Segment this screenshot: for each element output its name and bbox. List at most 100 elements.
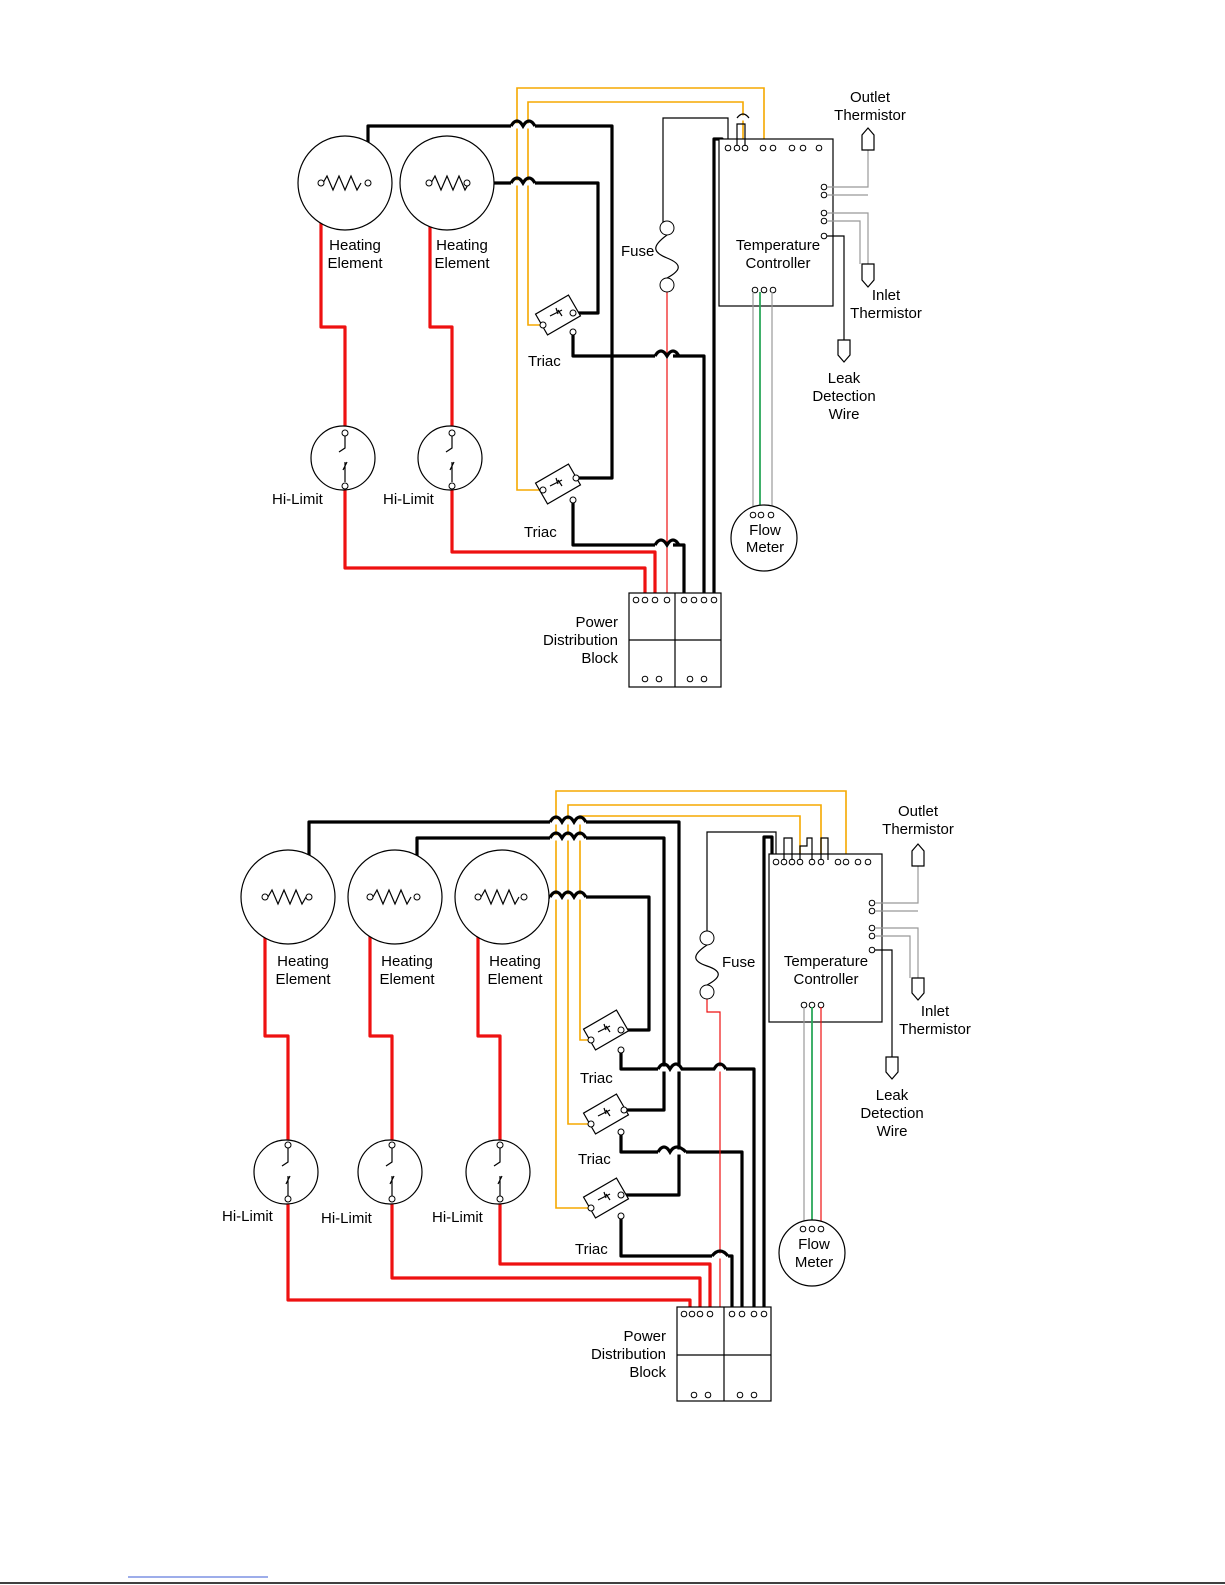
svg-text:Temperature: Temperature: [736, 237, 820, 254]
svg-text:Distribution: Distribution: [543, 632, 618, 649]
hi-limit-1: Hi-Limit: [222, 1139, 319, 1225]
switch-icon: [445, 434, 455, 482]
heating-element-label: Heating: [329, 237, 381, 254]
triac-label: Triac: [578, 1151, 611, 1168]
svg-text:Thermistor: Thermistor: [899, 1021, 971, 1038]
controller-bottom-pins: [800, 1001, 825, 1009]
fuse-icon: [655, 234, 679, 279]
svg-text:Thermistor: Thermistor: [850, 305, 922, 322]
switch-icon: [281, 1147, 291, 1196]
triac-icon: [549, 477, 563, 487]
hv-wires-top: [319, 186, 668, 597]
probe-icon: [861, 263, 875, 288]
svg-text:Flow: Flow: [798, 1236, 830, 1253]
svg-text:Element: Element: [379, 971, 435, 988]
triac-3: Triac: [575, 1177, 630, 1258]
svg-text:Leak: Leak: [876, 1087, 909, 1104]
triac-icon: [597, 1023, 611, 1033]
sensor-wires-top: [752, 150, 869, 513]
flow-meter-label: Flow: [749, 522, 781, 539]
controller-label: Temperature: [736, 237, 820, 254]
power-block-label: Power: [575, 614, 618, 631]
heating-element-label: Heating: [436, 237, 488, 254]
svg-text:Wire: Wire: [877, 1123, 908, 1140]
svg-text:Inlet: Inlet: [921, 1003, 950, 1020]
outlet-thermistor: Outlet Thermistor: [882, 803, 954, 867]
controller-side-pins: [868, 899, 876, 954]
hi-limit-3: Hi-Limit: [432, 1139, 531, 1226]
heating-element-label: Heating: [381, 953, 433, 970]
hi-limit-label: Hi-Limit: [222, 1208, 274, 1225]
svg-text:Controller: Controller: [793, 971, 858, 988]
heating-element-label: Heating: [277, 953, 329, 970]
diagram-bottom: Heating Element Heating Element Heating …: [222, 790, 971, 1402]
svg-text:Heating: Heating: [436, 237, 488, 254]
hi-limit-label: Hi-Limit: [383, 491, 435, 508]
probe-icon: [911, 977, 925, 1001]
flow-meter: Flow Meter: [778, 1219, 846, 1287]
fuse: Fuse: [695, 930, 755, 1000]
svg-text:Controller: Controller: [745, 255, 810, 272]
resistor-icon: [480, 888, 520, 906]
svg-text:Thermistor: Thermistor: [834, 107, 906, 124]
flow-meter-label: Flow: [798, 1236, 830, 1253]
outlet-thermistor-label: Outlet: [898, 803, 939, 820]
fuse-label: Fuse: [722, 954, 755, 971]
hi-limit-1: Hi-Limit: [272, 425, 376, 508]
power-distribution-block: Power Distribution Block: [591, 1306, 772, 1402]
controller-top-pins: [724, 144, 823, 152]
hi-limit-label: Hi-Limit: [432, 1209, 484, 1226]
resistor-icon: [430, 174, 470, 192]
svg-text:Element: Element: [275, 971, 331, 988]
triac-label: Triac: [524, 524, 557, 541]
svg-text:Detection: Detection: [812, 388, 875, 405]
triac-1: Triac: [580, 1009, 630, 1087]
resistor-icon: [322, 174, 362, 192]
fuse-label: Fuse: [621, 243, 654, 260]
svg-text:Detection: Detection: [860, 1105, 923, 1122]
temperature-controller: Temperature Controller: [718, 138, 834, 307]
terminal-pins: [632, 596, 718, 683]
inlet-thermistor: Inlet Thermistor: [899, 977, 971, 1038]
triac-icon: [597, 1107, 611, 1117]
svg-text:Element: Element: [327, 255, 383, 272]
hv-wires-bottom: [263, 900, 721, 1310]
heating-element-3: Heating Element: [454, 849, 550, 988]
heating-element-label: Heating: [489, 953, 541, 970]
svg-text:Block: Block: [629, 1364, 666, 1381]
triac-icon: [549, 307, 563, 317]
sensor-wires-bottom: [803, 866, 919, 1226]
svg-text:Element: Element: [434, 255, 490, 272]
hi-limit-2: Hi-Limit: [383, 425, 483, 508]
svg-text:Thermistor: Thermistor: [882, 821, 954, 838]
inlet-thermistor: Inlet Thermistor: [850, 263, 922, 322]
power-distribution-block: Power Distribution Block: [543, 592, 722, 688]
page-footer: [0, 1576, 1225, 1584]
probe-icon: [885, 1056, 899, 1080]
hi-limit-label: Hi-Limit: [272, 491, 324, 508]
svg-text:Outlet: Outlet: [850, 89, 891, 106]
triac-label: Triac: [575, 1241, 608, 1258]
svg-text:Flow: Flow: [749, 522, 781, 539]
triac-2: Triac: [578, 1093, 630, 1168]
svg-text:Power: Power: [623, 1328, 666, 1345]
svg-text:Element: Element: [487, 971, 543, 988]
terminal-pins: [680, 1310, 768, 1399]
probe-icon: [837, 339, 851, 363]
fuse: Fuse: [621, 220, 679, 293]
controller-feed-wire: [662, 117, 729, 232]
switch-icon: [385, 1147, 395, 1196]
triac-2: Triac: [524, 463, 582, 541]
power-block-label: Power: [623, 1328, 666, 1345]
svg-text:Distribution: Distribution: [591, 1346, 666, 1363]
inlet-thermistor-label: Inlet: [921, 1003, 950, 1020]
resistor-icon: [267, 888, 307, 906]
svg-text:Wire: Wire: [829, 406, 860, 423]
leak-detection-wire: Leak Detection Wire: [812, 339, 876, 423]
controller-side-pins: [820, 183, 828, 240]
svg-text:Heating: Heating: [489, 953, 541, 970]
heating-element-2: Heating Element: [399, 135, 495, 272]
controller-feed-wire: [706, 831, 777, 938]
flow-meter: Flow Meter: [730, 504, 798, 572]
